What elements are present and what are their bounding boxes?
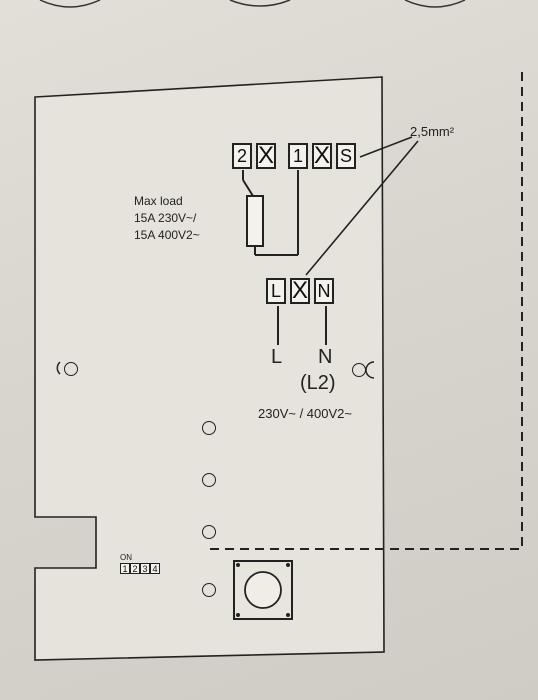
- terminal-2: 2: [232, 143, 252, 169]
- terminal-x-bottom: X: [290, 277, 310, 304]
- wire-label-n: N: [318, 346, 333, 368]
- led-hole-3: [202, 525, 216, 539]
- dip-switch-3: 3: [140, 563, 150, 574]
- push-button-knob: [244, 571, 282, 609]
- dip-switch-4: 4: [150, 563, 160, 574]
- top-arc-right: [404, 0, 466, 8]
- terminal-x-1: X: [256, 142, 276, 169]
- leader-line-s: [359, 136, 413, 158]
- terminal-s: S: [336, 143, 356, 169]
- max-load-line-3: 15A 400V2~: [134, 228, 200, 242]
- cable-spec-label: 2,5mm²: [410, 124, 455, 139]
- dip-switch-2: 2: [130, 563, 140, 574]
- max-load-title: Max load: [134, 194, 183, 208]
- top-arc-middle: [229, 0, 291, 7]
- resistor-load-symbol: [246, 195, 264, 247]
- dip-switch-1: 1: [120, 563, 130, 574]
- terminal-1: 1: [288, 143, 308, 169]
- top-arc-left: [39, 0, 101, 8]
- enclosure-dashed-line: [205, 72, 523, 550]
- wire-label-l2: (L2): [300, 372, 336, 394]
- leader-line-cable: [305, 140, 419, 276]
- max-load-line-2: 15A 230V~/: [134, 211, 197, 225]
- supply-voltage-label: 230V~ / 400V2~: [258, 406, 352, 421]
- wire-label-l: L: [271, 346, 283, 368]
- terminal-l: L: [266, 278, 286, 304]
- terminal-n: N: [314, 278, 334, 304]
- dip-switch-on-label: ON: [120, 553, 132, 562]
- led-hole-1: [202, 421, 216, 435]
- led-hole-4: [202, 583, 216, 597]
- mounting-hole-right: [352, 363, 366, 377]
- terminal-x-2: X: [312, 142, 332, 169]
- led-hole-2: [202, 473, 216, 487]
- board-outline: [34, 76, 385, 661]
- mounting-hole-left: [64, 362, 78, 376]
